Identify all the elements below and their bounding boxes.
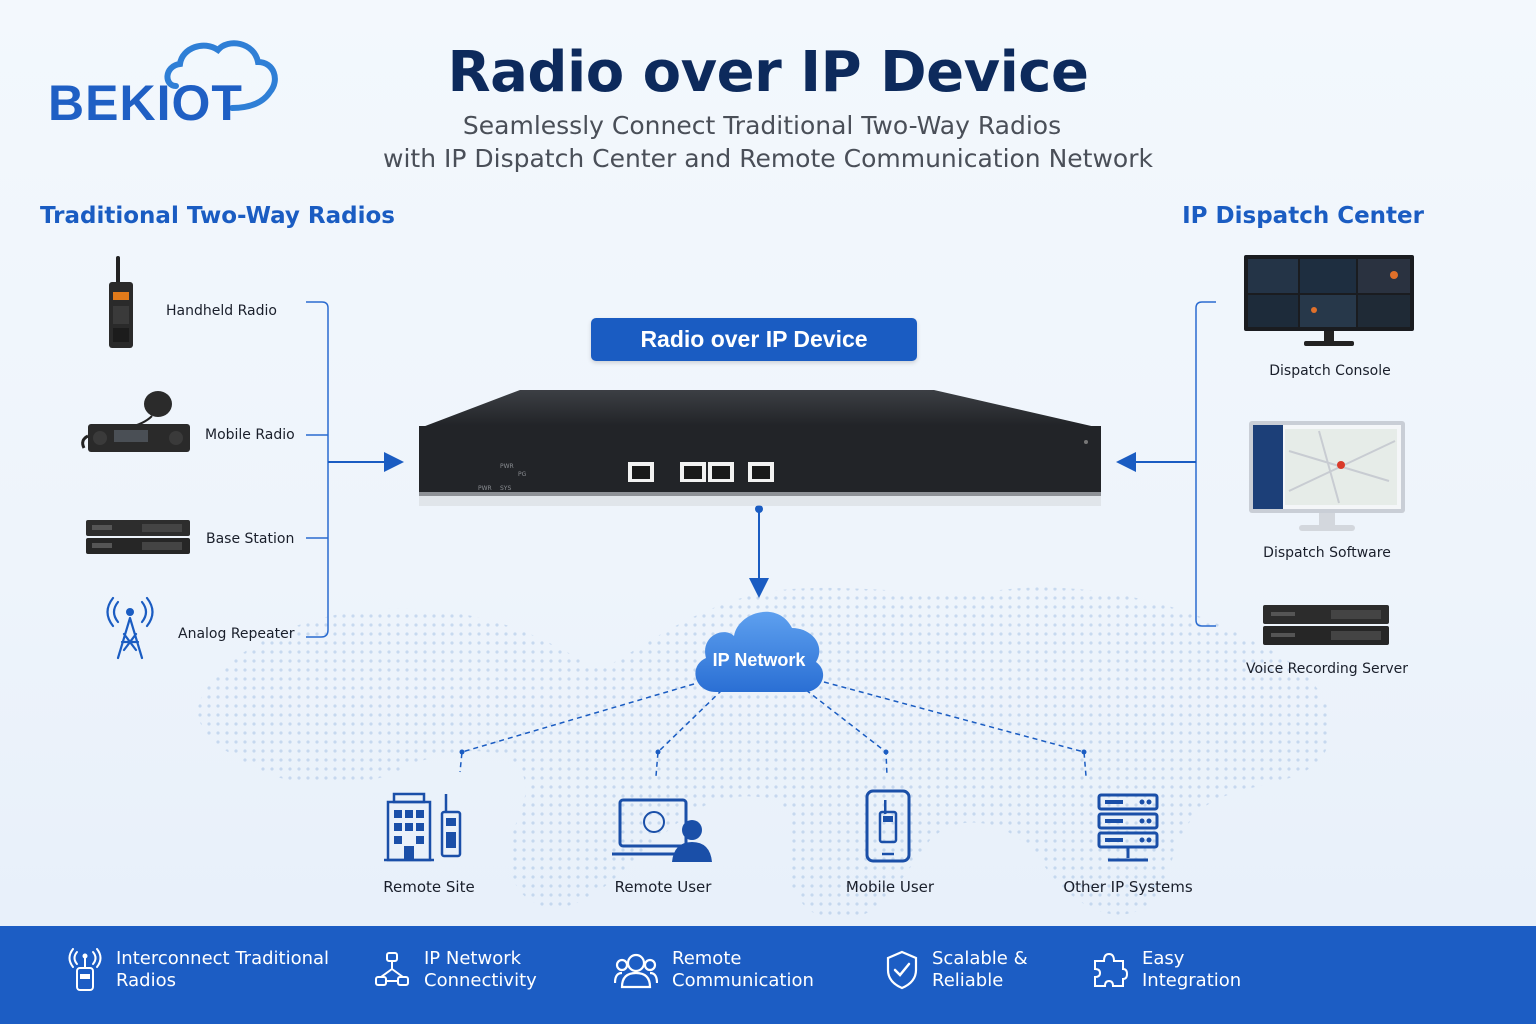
subtitle-line-2: with IP Dispatch Center and Remote Commu…: [383, 144, 1153, 173]
left-item-label: Handheld Radio: [166, 303, 277, 319]
mobile-radio-icon: [81, 391, 190, 452]
feature-line-1: Interconnect Traditional: [116, 948, 330, 969]
subtitle-line-1: Seamlessly Connect Traditional Two-Way R…: [462, 111, 1062, 140]
endpoint-label: Remote Site: [383, 878, 475, 896]
puzzle-icon: [1094, 952, 1128, 987]
other-ip-systems: [1096, 792, 1162, 869]
feature-line-1: Remote: [672, 948, 742, 969]
feature-line-1: Scalable &: [932, 948, 1028, 969]
world-map-background: [198, 587, 1332, 920]
feature-scalable: Scalable & Reliable: [886, 948, 1028, 992]
base-station-icon: [86, 520, 190, 554]
right-item-label: Dispatch Console: [1269, 363, 1391, 379]
dispatch-console: [1244, 255, 1414, 354]
feature-line-2: Communication: [672, 970, 814, 991]
left-item-label: Mobile Radio: [205, 427, 295, 443]
device-title-badge: Radio over IP Device: [591, 318, 917, 361]
handheld-radio-icon: [109, 256, 133, 348]
mobile-user: [864, 788, 912, 869]
feature-interconnect: Interconnect Traditional Radios: [68, 948, 329, 992]
svg-text:PWR: PWR: [500, 463, 514, 470]
phone-radio-icon: [865, 789, 911, 863]
feature-remote-communication: Remote Communication: [614, 948, 814, 992]
right-section-title: IP Dispatch Center: [1182, 203, 1424, 229]
feature-line-1: IP Network: [424, 948, 522, 969]
endpoint-label: Other IP Systems: [1063, 878, 1193, 896]
mobile-radio: [80, 388, 192, 459]
remote-user: [612, 796, 716, 869]
base-station: [86, 518, 192, 561]
building-radio-icon: [384, 792, 462, 862]
dual-monitor-icon: [1244, 255, 1414, 346]
server-stack-icon: [1097, 793, 1159, 862]
monitor-map-icon: [1249, 421, 1405, 531]
svg-text:PG: PG: [518, 471, 527, 478]
connection-lines: [306, 301, 1216, 777]
shield-check-icon: [886, 950, 918, 990]
page-title: Radio over IP Device: [447, 40, 1089, 105]
feature-line-2: Reliable: [932, 970, 1004, 991]
endpoint-label: Mobile User: [845, 878, 935, 896]
ip-network-label: IP Network: [712, 650, 806, 670]
users-icon: [614, 953, 658, 989]
left-section-title: Traditional Two-Way Radios: [40, 203, 395, 229]
repeater-tower-icon: [106, 596, 154, 660]
right-item-label: Dispatch Software: [1263, 545, 1391, 561]
left-item-label: Analog Repeater: [178, 626, 295, 642]
feature-line-2: Radios: [116, 970, 176, 991]
roip-device-image: PWR SYS PWR PG: [419, 390, 1101, 506]
remote-site: [384, 790, 468, 869]
right-item-label: Voice Recording Server: [1245, 661, 1409, 677]
feature-integration: Easy Integration: [1092, 948, 1241, 992]
brand-logo: BEKIOT: [44, 40, 284, 131]
ip-network-cloud-icon: [695, 611, 824, 692]
feature-ip-connectivity: IP Network Connectivity: [374, 948, 537, 992]
feature-line-1: Easy: [1142, 948, 1185, 969]
endpoint-label: Remote User: [614, 878, 712, 896]
handheld-radio: [106, 256, 136, 355]
feature-line-2: Connectivity: [424, 970, 537, 991]
left-item-label: Base Station: [206, 531, 295, 547]
server-icon: [1263, 605, 1389, 645]
cloud-logo-icon: [164, 40, 278, 111]
laptop-user-icon: [612, 798, 712, 862]
voice-recording-server: [1263, 603, 1391, 652]
feature-footer: Interconnect Traditional Radios IP Netwo…: [0, 926, 1536, 1024]
dispatch-software: [1249, 421, 1405, 538]
svg-text:PWR: PWR: [478, 485, 492, 492]
logo-text: BEKIOT: [48, 75, 243, 131]
svg-text:SYS: SYS: [500, 485, 511, 492]
feature-line-2: Integration: [1142, 970, 1242, 991]
network-nodes-icon: [375, 952, 409, 986]
analog-repeater: [104, 596, 156, 665]
radio-signal-icon: [68, 948, 102, 991]
